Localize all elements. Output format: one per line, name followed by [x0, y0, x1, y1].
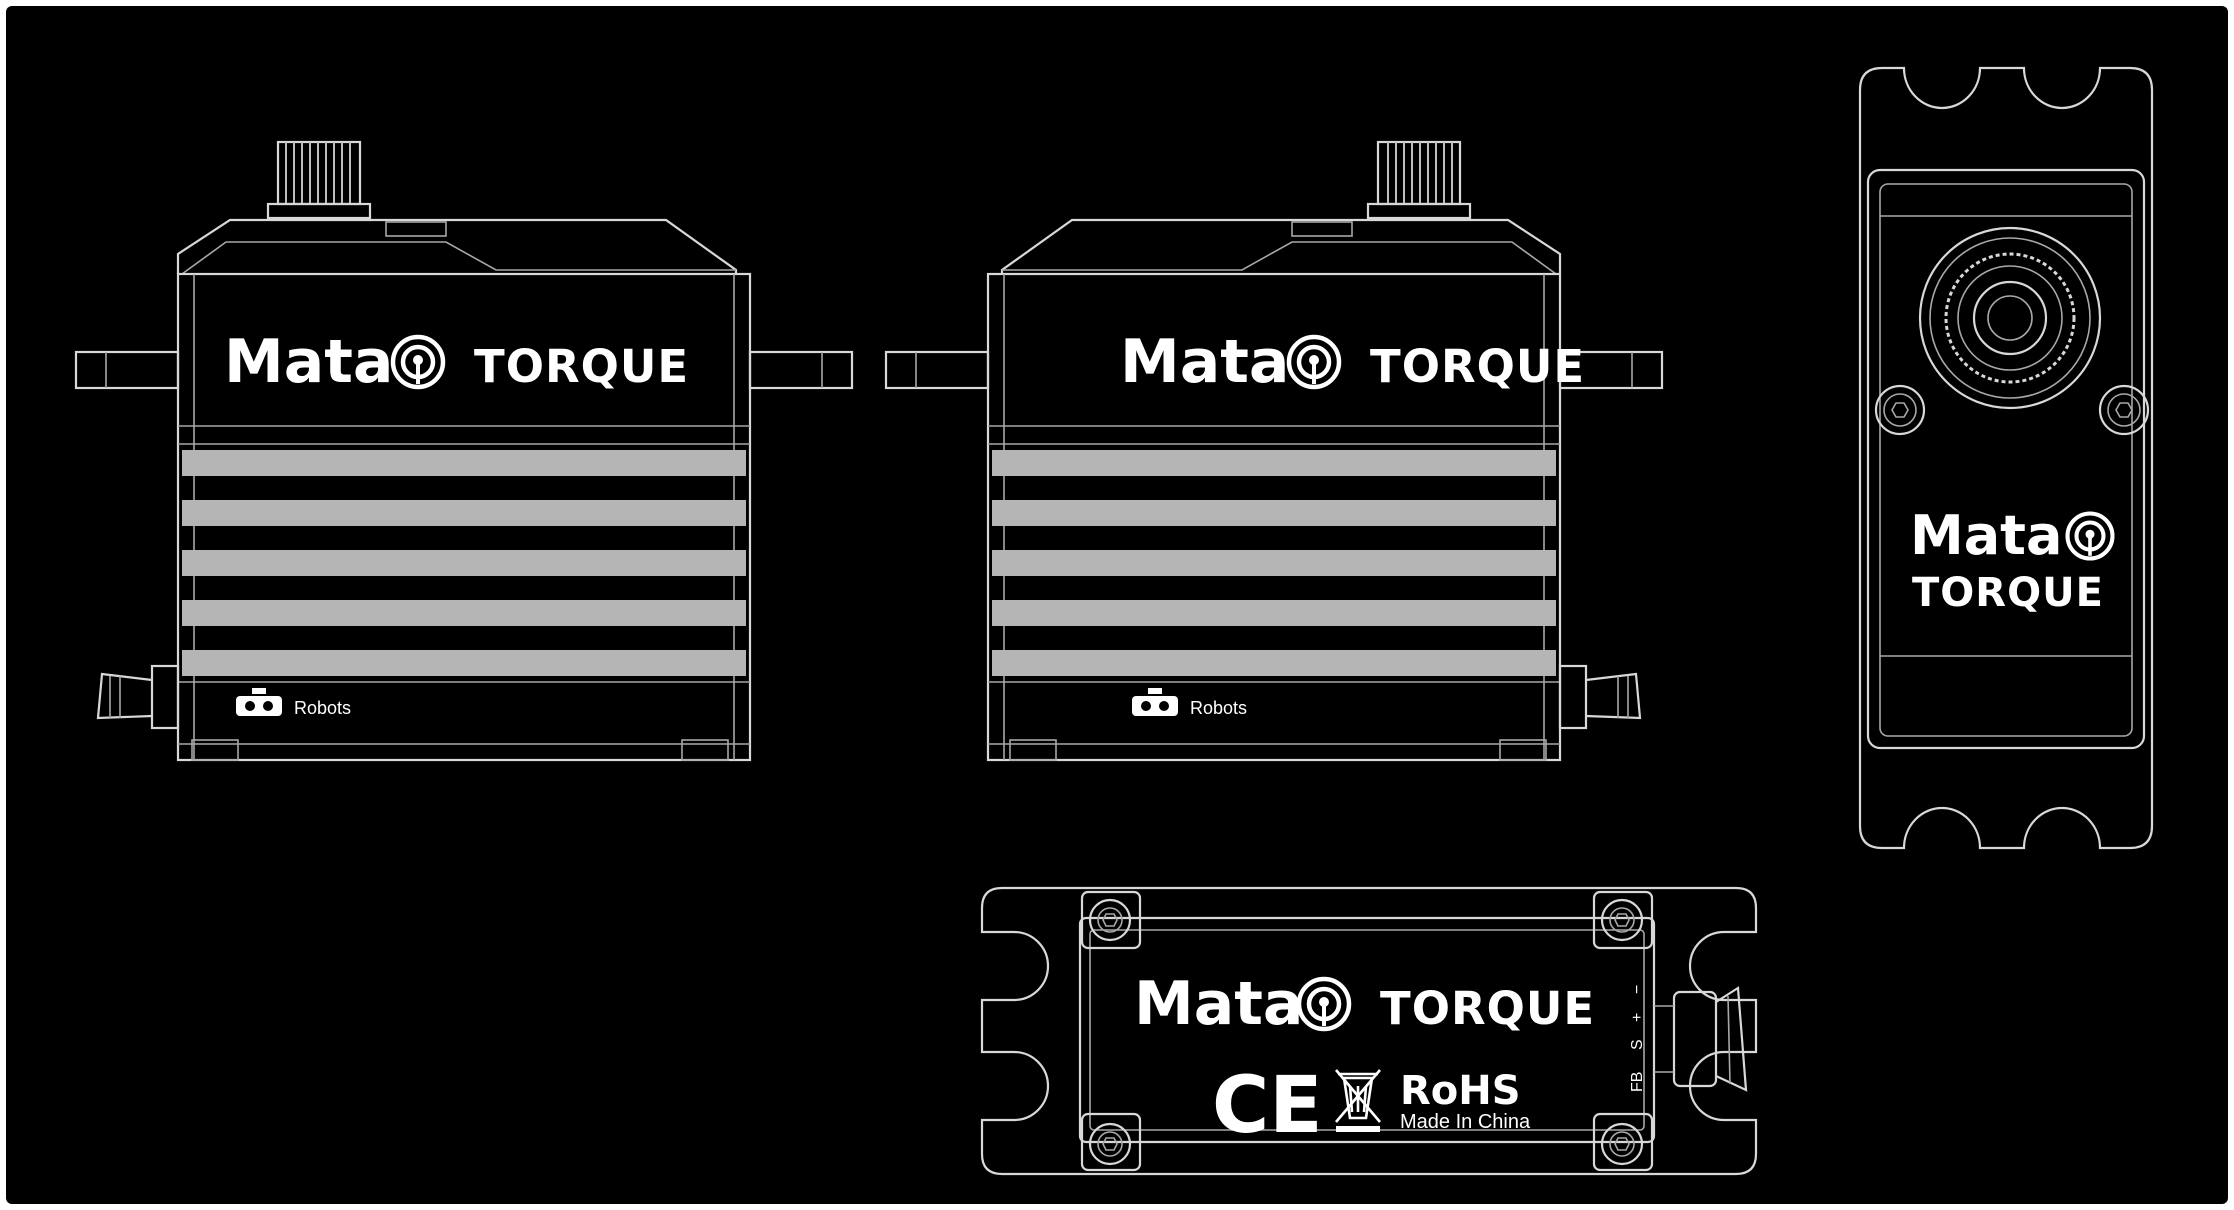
signal-antenna-icon	[1299, 979, 1349, 1029]
mount-screw	[1088, 898, 1132, 942]
product-name: TORQUE	[1370, 340, 1585, 393]
mount-screw	[2098, 384, 2150, 436]
brand-name: Mata	[1120, 327, 1289, 397]
robots-badge-label: Robots	[1190, 698, 1247, 718]
servo-side-view-right	[884, 140, 1664, 762]
cable-connector	[1654, 986, 1748, 1092]
brand-name: Mata	[1910, 504, 2062, 567]
crossed-bin-icon	[1335, 1069, 1381, 1132]
pin-fb: FB	[1629, 1072, 1646, 1092]
cable-connector	[96, 664, 180, 730]
brand-name: Mata	[1134, 969, 1303, 1039]
drawing-canvas: Mata TORQUE Robots Mata TORQUE Robo	[6, 6, 2228, 1204]
pin-plus: +	[1629, 1013, 1646, 1022]
cable-connector	[1558, 664, 1642, 730]
pin-labels: FB S + −	[1629, 985, 1646, 1092]
product-name: TORQUE	[474, 340, 689, 393]
pin-minus: −	[1629, 985, 1646, 994]
servo-drawing: Mata TORQUE Robots Mata TORQUE Robo	[74, 66, 2154, 1176]
robots-badge-label: Robots	[294, 698, 351, 718]
mount-screw	[1600, 1122, 1644, 1166]
mount-screw	[1088, 1122, 1132, 1166]
robot-icon	[236, 688, 282, 716]
servo-side-view-right-labels: Mata TORQUE Robots	[1120, 327, 1585, 718]
signal-antenna-icon	[2068, 514, 2113, 559]
product-name: TORQUE	[1380, 982, 1595, 1035]
mount-screw	[1874, 384, 1926, 436]
mount-screw	[1600, 898, 1644, 942]
signal-antenna-icon	[1289, 337, 1339, 387]
rohs-label: RoHS	[1400, 1068, 1521, 1114]
product-name: TORQUE	[1912, 570, 2104, 616]
signal-antenna-icon	[393, 337, 443, 387]
ce-mark: CE	[1212, 1061, 1323, 1151]
servo-top-view: Mata TORQUE	[1858, 66, 2154, 850]
origin-label: Made In China	[1400, 1111, 1531, 1133]
robot-icon	[1132, 688, 1178, 716]
brand-name: Mata	[224, 327, 393, 397]
servo-side-view-left: Mata TORQUE Robots	[74, 140, 854, 762]
pin-s: S	[1629, 1039, 1646, 1050]
servo-bottom-view: FB S + − Mata TORQUE CE RoHS Made In Chi…	[980, 886, 1758, 1176]
